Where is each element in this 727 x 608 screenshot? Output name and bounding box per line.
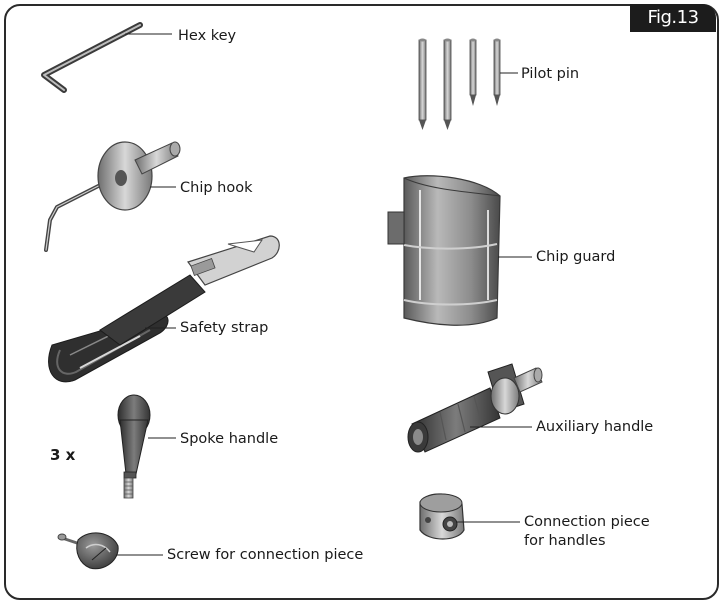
label-hex-key: Hex key [178,28,237,44]
spoke-handle-icon [117,394,151,499]
label-pilot-pin: Pilot pin [521,66,580,82]
auxiliary-handle-icon [407,363,543,453]
chip-hook-icon [44,141,181,252]
screw-icon [57,532,119,570]
pilot-pin-icon [418,38,501,130]
chip-guard-icon [387,175,501,326]
spoke-handle-quantity: 3 x [50,446,76,464]
label-auxiliary-handle: Auxiliary handle [536,419,654,435]
label-chip-hook: Chip hook [180,180,253,196]
connection-piece-icon [419,493,465,540]
safety-strap-icon [48,235,280,383]
label-spoke-handle: Spoke handle [180,431,279,447]
hex-key-icon [41,22,143,93]
label-safety-strap: Safety strap [180,320,269,336]
label-screw-connection: Screw for connection piece [167,547,364,563]
figure-badge: Fig.13 [630,4,716,32]
label-connection-piece-line2: for handles [524,533,606,549]
label-connection-piece-line1: Connection piece [524,514,650,530]
label-chip-guard: Chip guard [536,249,616,265]
figure-frame [4,4,719,600]
